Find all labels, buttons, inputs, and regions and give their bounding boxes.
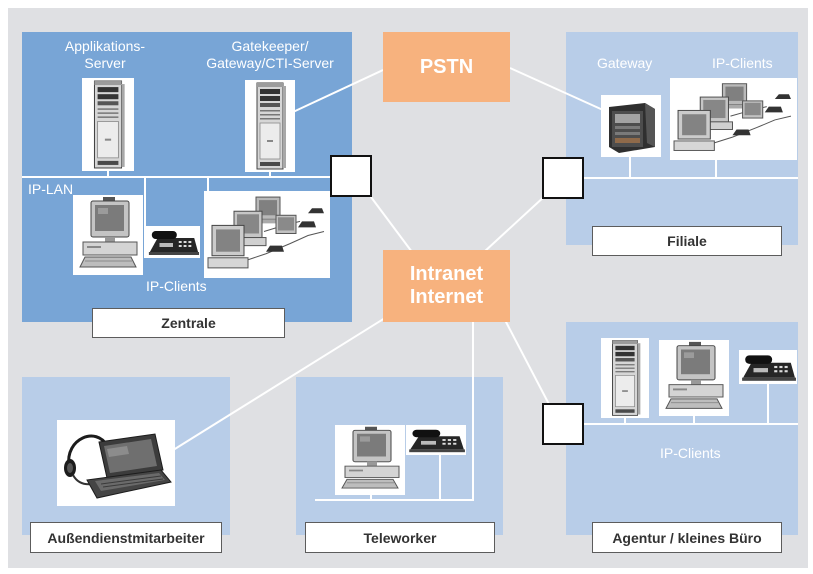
- central-clients-label: IP-Clients: [146, 278, 207, 294]
- link-intranet-to-agency-switch: [504, 319, 553, 411]
- pc-group-icon: [670, 78, 797, 160]
- link-pstn-to-branch-gateway: [509, 67, 604, 111]
- central-title: Zentrale: [92, 308, 285, 338]
- pc-icon: [335, 425, 405, 495]
- server-icon: [82, 78, 134, 171]
- server-icon: [601, 338, 649, 418]
- switch-icon: [330, 155, 372, 197]
- network-label-line: Intranet: [409, 263, 484, 285]
- switch-icon: [542, 157, 584, 199]
- app-server-caption: Applikations- Server: [50, 38, 160, 72]
- pstn-label: PSTN: [419, 55, 474, 78]
- phone-icon: [406, 425, 466, 455]
- lan-label: IP-LAN: [28, 181, 74, 197]
- branch-title: Filiale: [592, 226, 782, 256]
- gatekeeper-caption-line: Gateway/CTI-Server: [206, 55, 334, 71]
- gateway-device-icon: [601, 95, 661, 157]
- network-label-line: Internet: [409, 286, 484, 308]
- link-intranet-to-field-staff: [169, 317, 386, 453]
- field-staff-title: Außendienstmitarbeiter: [30, 522, 222, 553]
- branch-gateway-label: Gateway: [597, 55, 653, 71]
- switch-icon: [542, 403, 584, 445]
- laptop-headset-icon: [57, 420, 175, 506]
- agency-title: Agentur / kleines Büro: [592, 522, 782, 553]
- pstn-node: PSTN: [383, 32, 510, 102]
- link-central-switch-to-intranet: [367, 192, 413, 253]
- gatekeeper-caption-line: Gatekeeper/: [231, 38, 309, 54]
- app-server-caption-line: Applikations-: [64, 38, 146, 54]
- server-icon: [245, 80, 295, 172]
- pc-icon: [659, 340, 729, 416]
- intranet-internet-node: Intranet Internet: [383, 250, 510, 322]
- phone-icon: [146, 226, 200, 258]
- app-server-caption-line: Server: [84, 55, 126, 71]
- link-branch-switch-to-intranet: [483, 194, 547, 253]
- pc-group-icon: [204, 191, 330, 278]
- link-pstn-to-gatekeeper: [292, 69, 384, 113]
- teleworker-title: Teleworker: [305, 522, 495, 553]
- agency-clients-label: IP-Clients: [660, 445, 721, 461]
- pc-icon: [73, 195, 143, 275]
- gatekeeper-caption: Gatekeeper/ Gateway/CTI-Server: [190, 38, 350, 72]
- branch-clients-label: IP-Clients: [712, 55, 773, 71]
- phone-icon: [739, 350, 797, 384]
